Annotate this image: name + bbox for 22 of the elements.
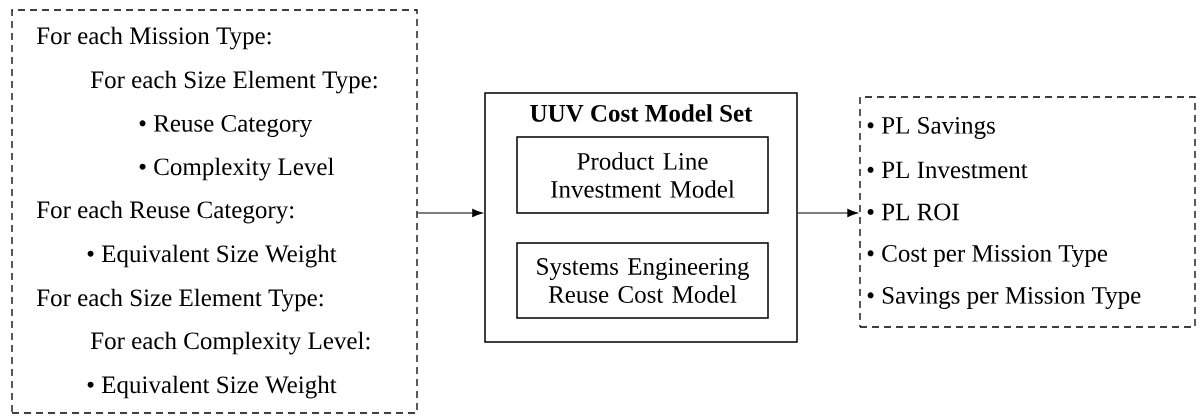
arrow [417, 208, 483, 218]
model-set-box [484, 92, 798, 343]
list-item: • Reuse Category [139, 115, 313, 137]
model-box: Systems Engineering Reuse Cost Model [516, 242, 769, 319]
list-item: • Complexity Level [139, 157, 334, 181]
list-item: • Cost per Mission Type [867, 245, 1108, 267]
dashed-box [11, 9, 418, 414]
model-box: Product Line Investment Model [516, 136, 769, 214]
list-item: For each Complexity Level: [90, 331, 370, 355]
list-item: • Savings per Mission Type [867, 287, 1141, 309]
list-item: For each Size Element Type: [90, 70, 377, 94]
arrow [797, 208, 858, 218]
list-item: For each Mission Type: [36, 26, 271, 50]
dashed-box [859, 96, 1196, 328]
box-title: UUV Cost Model Set [530, 104, 753, 122]
list-item: • Equivalent Size Weight [87, 375, 337, 399]
list-item: • Equivalent Size Weight [87, 244, 337, 268]
list-item: • PL Investment [867, 161, 1028, 179]
list-item: For each Reuse Category: [36, 200, 294, 224]
list-item: • PL Savings [867, 117, 995, 139]
list-item: For each Size Element Type: [36, 288, 323, 312]
list-item: • PL ROI [867, 203, 959, 221]
